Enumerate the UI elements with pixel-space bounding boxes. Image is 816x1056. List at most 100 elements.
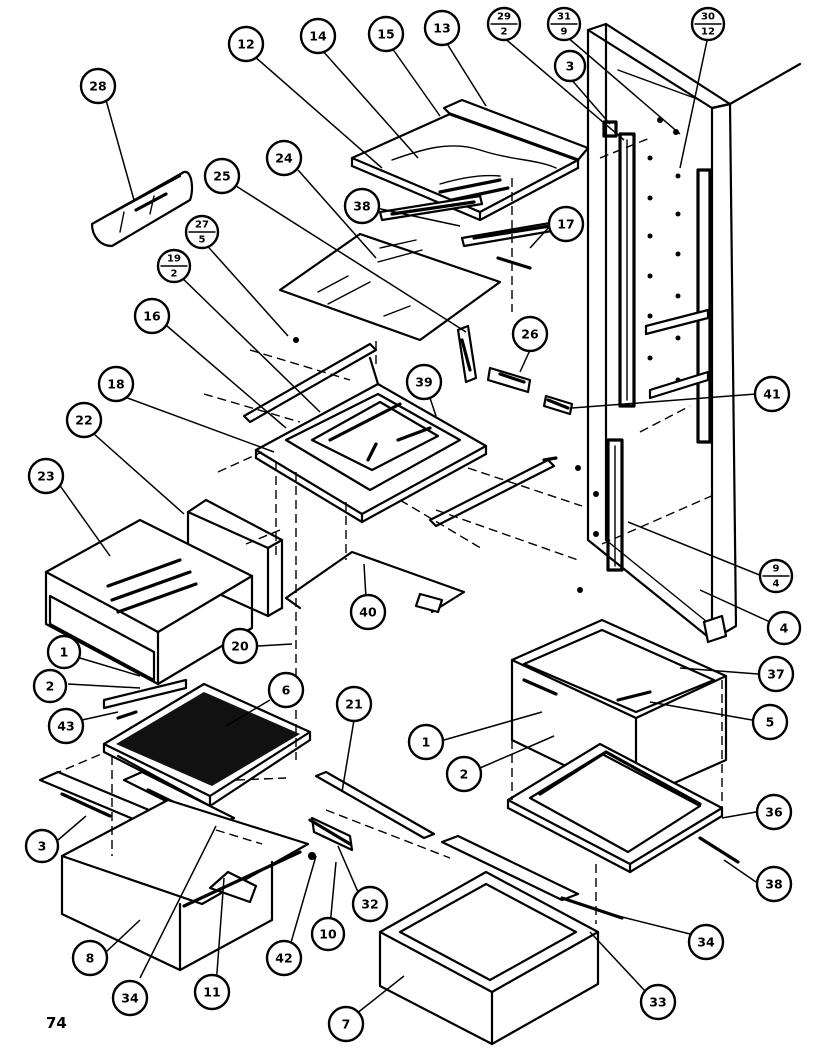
svg-text:37: 37 (767, 667, 784, 682)
svg-text:9: 9 (773, 564, 780, 575)
svg-text:4: 4 (773, 579, 780, 590)
part-18-39-crisper-cover (242, 342, 488, 524)
callout-42: 42 (265, 939, 303, 977)
callout-25: 25 (203, 157, 241, 195)
svg-text:1: 1 (422, 735, 431, 750)
part-26-damper-control (456, 324, 574, 416)
svg-text:25: 25 (213, 169, 230, 184)
svg-text:8: 8 (86, 951, 95, 966)
svg-text:3: 3 (566, 59, 575, 74)
callout-18: 18 (97, 365, 135, 403)
callout-23: 23 (27, 457, 65, 495)
callout-38-bottom: 38 (755, 865, 793, 903)
callout-3-top: 3 (553, 49, 587, 83)
svg-text:9: 9 (561, 27, 568, 38)
callout-26: 26 (511, 315, 549, 353)
callout-29-2: 292 (486, 6, 522, 42)
svg-text:27: 27 (195, 220, 209, 231)
svg-text:36: 36 (765, 805, 783, 820)
svg-text:38: 38 (353, 199, 370, 214)
svg-text:24: 24 (275, 151, 293, 166)
svg-text:16: 16 (143, 309, 161, 324)
callout-36: 36 (755, 793, 793, 831)
svg-text:4: 4 (780, 621, 789, 636)
callout-22: 22 (65, 401, 103, 439)
svg-text:39: 39 (415, 375, 432, 390)
svg-text:3: 3 (38, 839, 47, 854)
svg-text:12: 12 (237, 37, 254, 52)
callout-38-top: 38 (343, 187, 381, 225)
svg-text:19: 19 (167, 254, 181, 265)
svg-text:18: 18 (107, 377, 124, 392)
svg-text:5: 5 (766, 715, 775, 730)
callout-13: 13 (423, 9, 461, 47)
svg-text:31: 31 (557, 12, 571, 23)
callout-16: 16 (133, 297, 171, 335)
part-16-40-supports (284, 456, 558, 614)
svg-text:1: 1 (60, 645, 69, 660)
leader-lines (55, 35, 771, 1015)
svg-text:23: 23 (37, 469, 54, 484)
callout-27-5: 275 (184, 214, 220, 250)
part-28-shelf-bracket (90, 170, 194, 248)
svg-text:10: 10 (319, 927, 337, 942)
callout-20: 20 (221, 627, 259, 665)
callout-21: 21 (335, 685, 373, 723)
callout-24: 24 (265, 139, 303, 177)
callout-43: 43 (47, 707, 85, 745)
svg-text:22: 22 (75, 413, 92, 428)
callout-34-left-upper: 34 (111, 979, 149, 1017)
svg-text:17: 17 (557, 217, 574, 232)
part-13-14-15-shelf-assembly (350, 98, 590, 222)
part-7-right-lower-drawer (378, 870, 600, 1046)
callout-5: 5 (751, 703, 789, 741)
part-36-right-crisper-cover (506, 742, 740, 874)
callout-19-2: 192 (156, 248, 192, 284)
svg-text:2: 2 (46, 679, 55, 694)
callout-33: 33 (639, 983, 677, 1021)
callout-41: 41 (753, 375, 791, 413)
part-8-left-lower-drawer (60, 798, 310, 972)
callout-2-left: 2 (32, 668, 68, 704)
callout-31-9: 319 (546, 6, 582, 42)
svg-text:13: 13 (433, 21, 450, 36)
callout-34-right: 34 (687, 923, 725, 961)
callout-10: 10 (310, 916, 346, 952)
svg-text:28: 28 (89, 79, 106, 94)
alignment-lines (39, 137, 723, 924)
svg-text:21: 21 (345, 697, 362, 712)
svg-text:2: 2 (460, 767, 469, 782)
callout-39: 39 (405, 363, 443, 401)
svg-text:41: 41 (763, 387, 780, 402)
svg-text:26: 26 (521, 327, 539, 342)
callout-11: 11 (193, 973, 231, 1011)
svg-text:29: 29 (497, 12, 511, 23)
svg-text:20: 20 (231, 639, 249, 654)
callout-12: 12 (227, 25, 265, 63)
part-22-23-crisper-drawers (44, 498, 284, 686)
callout-3-left: 3 (24, 828, 60, 864)
svg-text:38: 38 (765, 877, 782, 892)
callout-14: 14 (299, 17, 337, 55)
callout-1-left: 1 (46, 634, 82, 670)
svg-text:5: 5 (199, 235, 206, 246)
svg-text:43: 43 (57, 719, 74, 734)
svg-text:40: 40 (359, 605, 377, 620)
callout-17: 17 (547, 205, 585, 243)
svg-text:42: 42 (275, 951, 292, 966)
callout-15: 15 (367, 15, 405, 53)
callout-6: 6 (267, 671, 305, 709)
svg-text:6: 6 (282, 683, 291, 698)
svg-text:11: 11 (203, 985, 220, 1000)
svg-text:33: 33 (649, 995, 666, 1010)
callout-4: 4 (766, 610, 802, 646)
callout-8: 8 (71, 939, 109, 977)
svg-text:7: 7 (342, 1017, 351, 1032)
svg-text:30: 30 (701, 12, 715, 23)
callout-1-right: 1 (407, 723, 445, 761)
svg-text:32: 32 (361, 897, 378, 912)
callout-7: 7 (327, 1005, 365, 1043)
